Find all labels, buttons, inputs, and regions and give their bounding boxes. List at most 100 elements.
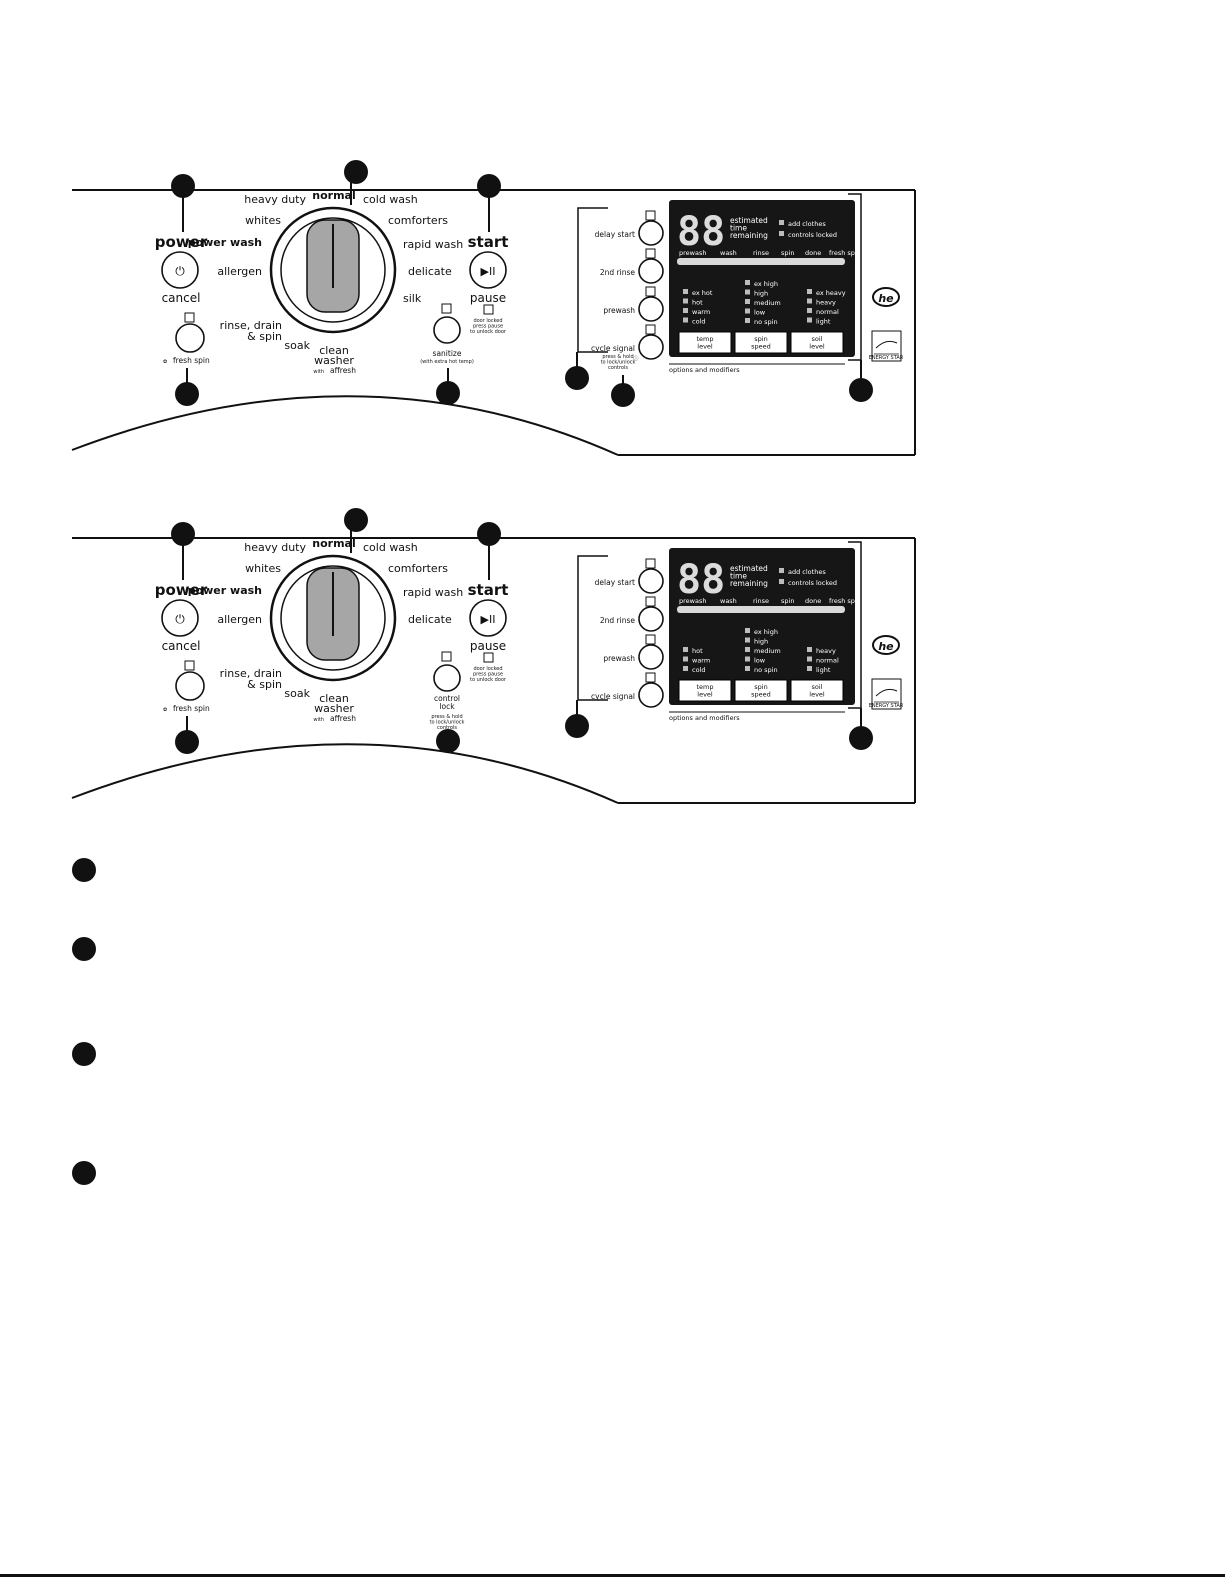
option-light: [645, 558, 656, 569]
display-button[interactable]: [790, 331, 844, 354]
option-button[interactable]: [638, 258, 664, 284]
time-label: remaining: [730, 231, 768, 240]
callout-display: [849, 378, 873, 402]
power-button[interactable]: [161, 599, 199, 637]
time-label: estimated: [730, 564, 768, 573]
time-digits: 88: [677, 557, 725, 603]
temp-option: hot: [692, 299, 703, 307]
display-button[interactable]: [734, 679, 788, 702]
callout-display: [849, 726, 873, 750]
progress-track: [677, 258, 845, 265]
indicator-light: [683, 666, 688, 671]
indicator-light: [745, 628, 750, 633]
indicator-light: [683, 317, 688, 323]
cycle-label: heavy duty: [244, 541, 306, 554]
display-button-label: level: [809, 343, 825, 351]
cancel-label: cancel: [162, 291, 201, 305]
soil-option: light: [816, 318, 831, 326]
options-bracket: [577, 555, 608, 701]
legend-marker: [72, 1161, 96, 1185]
time-digits: 88: [677, 209, 725, 255]
sanitize-label: sanitize: [433, 349, 462, 358]
start-title: start: [468, 233, 509, 251]
panel-curve: [71, 743, 619, 804]
option-light: [645, 672, 656, 683]
temp-option: ex hot: [692, 289, 713, 297]
indicator-light: [779, 568, 784, 573]
indicator-light: [683, 289, 688, 294]
spin-option: ex high: [754, 628, 778, 636]
spin-option: no spin: [754, 666, 778, 674]
sanitize-button[interactable]: [433, 316, 461, 344]
door-note: to unlock door: [470, 677, 507, 683]
energy-star-label: ENERGY STAR: [869, 355, 904, 361]
sanitize-sub: (with extra hot temp): [420, 359, 474, 365]
option-label: 2nd rinse: [600, 268, 635, 277]
display-button-label: level: [809, 691, 825, 699]
display-button-label: speed: [751, 691, 771, 699]
fresh-spin-label: fresh spin: [173, 704, 210, 713]
indicator-light: [683, 656, 688, 662]
option-light: [645, 596, 656, 607]
indicator-light: [779, 579, 784, 584]
display-button-label: spin: [754, 335, 767, 343]
fresh-spin-button[interactable]: [175, 671, 205, 701]
control-lock-sub: controls: [437, 725, 457, 731]
stage-label: rinse: [753, 249, 769, 257]
display-button[interactable]: [678, 679, 732, 702]
cycle-label: allergen: [217, 265, 262, 278]
cycle-label: comforters: [388, 562, 448, 575]
stage-label: rinse: [753, 597, 769, 605]
option-button[interactable]: [638, 606, 664, 632]
display-button[interactable]: [678, 331, 732, 354]
display-bracket: [848, 193, 862, 361]
cycle-label: clean: [319, 692, 349, 705]
callout-fresh-spin: [175, 730, 199, 754]
indicator-light: [683, 647, 688, 652]
door-note: to unlock door: [470, 329, 507, 335]
start-pause-button[interactable]: [469, 251, 507, 289]
door-locked-light: [483, 652, 494, 663]
option-button[interactable]: [638, 296, 664, 322]
legend-marker: [72, 937, 96, 961]
option-label: cycle signal: [591, 692, 635, 701]
callout-cycle-knob: [344, 160, 368, 184]
indicator-light: [745, 299, 750, 304]
fresh-spin-light: [184, 660, 195, 671]
stage-label: prewash: [679, 249, 706, 257]
indicator-light: [807, 298, 812, 304]
option-button[interactable]: [638, 334, 664, 360]
option-button[interactable]: [638, 644, 664, 670]
indicator-light: [745, 280, 750, 285]
cycle-label: washer: [314, 354, 354, 367]
start-pause-button[interactable]: [469, 599, 507, 637]
soil-option: normal: [816, 308, 839, 316]
options-footer: options and modifiers: [669, 366, 740, 374]
callout-options: [565, 714, 589, 738]
indicator-light: [745, 289, 750, 295]
cycle-label: washer: [314, 702, 354, 715]
option-button[interactable]: [638, 682, 664, 708]
mid-button-light: [441, 651, 452, 662]
display-button[interactable]: [790, 679, 844, 702]
stage-label: fresh spin: [829, 249, 861, 257]
power-title: power: [155, 233, 208, 251]
option-button[interactable]: [638, 220, 664, 246]
indicator-light: [745, 656, 750, 662]
callout-power: [171, 522, 195, 546]
fresh-spin-button[interactable]: [175, 323, 205, 353]
play-pause-icon: ▶II: [481, 265, 496, 278]
display-button[interactable]: [734, 331, 788, 354]
lock-note: controls: [608, 365, 628, 371]
power-button[interactable]: [161, 251, 199, 289]
page-bottom-rule: [0, 1574, 1225, 1577]
time-label: remaining: [730, 579, 768, 588]
cycle-label: affresh: [330, 366, 356, 375]
option-button[interactable]: [638, 568, 664, 594]
cycle-label: rapid wash: [403, 238, 463, 251]
cycle-label: silk: [403, 292, 422, 305]
indicator-light: [807, 647, 812, 652]
time-label: estimated: [730, 216, 768, 225]
time-label: time: [730, 224, 747, 233]
control-lock-button[interactable]: [433, 664, 461, 692]
